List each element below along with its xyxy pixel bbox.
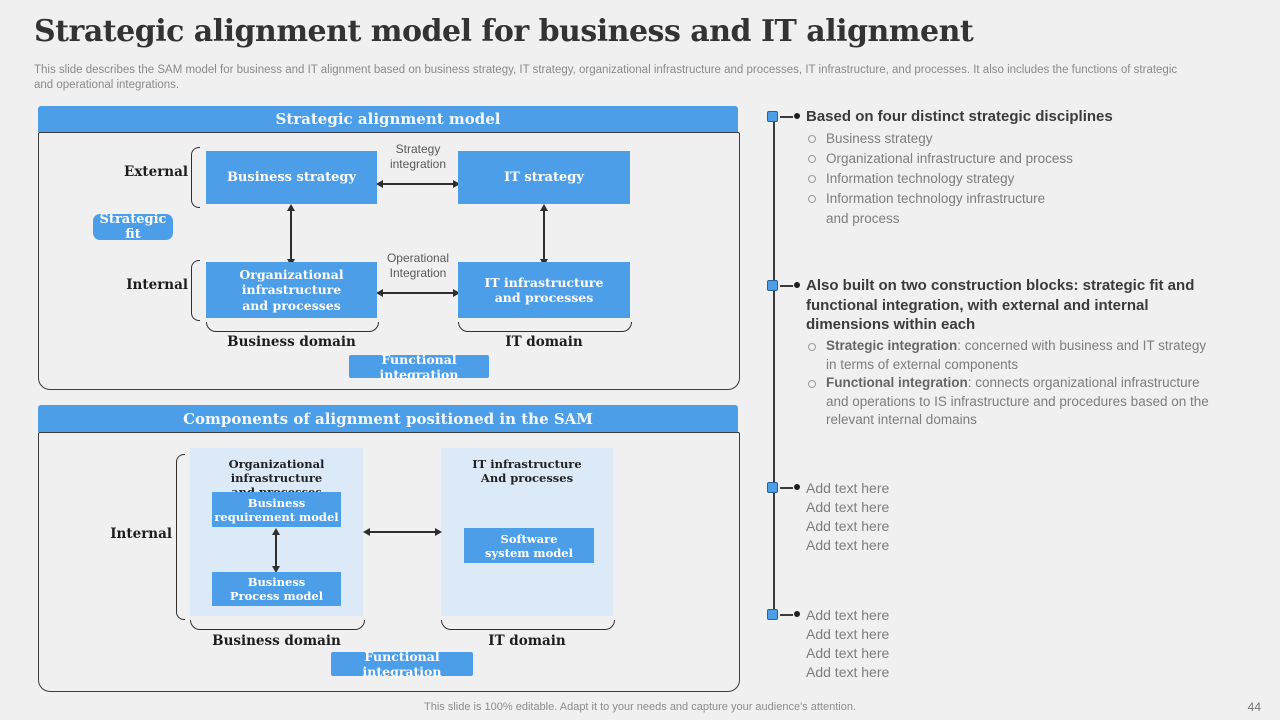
footer-note: This slide is 100% editable. Adapt it to…: [424, 701, 856, 713]
timeline-marker-icon: [767, 111, 778, 122]
placeholder-line: Add text here: [806, 664, 890, 680]
placeholder-line: Add text here: [806, 537, 890, 553]
it-domain-label: IT domain: [505, 334, 583, 350]
it-strategy-box: IT strategy: [458, 151, 630, 204]
timeline-marker-icon: [767, 280, 778, 291]
section1-heading: Based on four distinct strategic discipl…: [806, 108, 1113, 125]
it-vertical-arrow: [540, 204, 548, 266]
external-label: External: [124, 164, 188, 180]
it-domain2-label: IT domain: [488, 633, 566, 649]
strategy-integration-arrow: [376, 180, 460, 188]
section2-heading: Also built on two construction blocks: s…: [806, 277, 1195, 333]
timeline-connector: [780, 285, 793, 287]
it-panel-title: IT infrastructure And processes: [472, 457, 582, 485]
internal-bracket: [191, 260, 200, 321]
internal2-label: Internal: [110, 526, 172, 542]
bullet-dot-icon: [794, 282, 800, 288]
section2-list: Strategic integration: concerned with bu…: [808, 337, 1270, 430]
placeholder-line: Add text here: [806, 626, 890, 642]
it-domain-brace: [458, 322, 632, 332]
external-bracket: [191, 147, 200, 208]
internal2-bracket: [176, 454, 185, 620]
internal-label: Internal: [126, 277, 188, 293]
list-item: Business strategy: [808, 129, 1108, 149]
timeline-connector: [780, 116, 793, 118]
list-item-text: Organizational infrastructure and proces…: [826, 151, 1073, 166]
list-item-lead: Functional integration: [826, 375, 968, 390]
strategy-integration-label: Strategy integration: [389, 142, 447, 171]
strategic-fit-badge: Strategic fit: [93, 212, 173, 242]
slide-description: This slide describes the SAM model for b…: [34, 64, 1178, 91]
list-item: Information technology infrastructure an…: [808, 189, 1108, 229]
bullet-dot-icon: [794, 113, 800, 119]
requirement-process-arrow: [272, 528, 280, 573]
list-item-text: Business strategy: [826, 131, 933, 146]
section3-placeholder: Add text here Add text here Add text her…: [806, 479, 1106, 555]
placeholder-line: Add text here: [806, 645, 890, 661]
circle-bullet-icon: [808, 155, 816, 163]
it-infrastructure-box: IT infrastructure and processes: [458, 262, 630, 318]
business-domain-label: Business domain: [227, 334, 356, 350]
section1-list: Business strategy Organizational infrast…: [808, 129, 1108, 229]
list-item: Organizational infrastructure and proces…: [808, 149, 1108, 169]
business-strategy-box: Business strategy: [206, 151, 377, 204]
page-title: Strategic alignment model for business a…: [34, 14, 974, 49]
operational-integration-arrow: [376, 289, 460, 297]
business-domain2-label: Business domain: [212, 633, 341, 649]
software-system-box: Software system model: [464, 528, 594, 563]
placeholder-line: Add text here: [806, 499, 890, 515]
list-item-rest: : concerned with business and IT strateg…: [826, 338, 1207, 372]
diagram2-header: Components of alignment positioned in th…: [38, 405, 738, 432]
org-infrastructure-box: Organizational infrastructure and proces…: [206, 262, 377, 318]
placeholder-line: Add text here: [806, 518, 890, 534]
functional-integration-badge: Functional integration: [349, 352, 489, 382]
timeline-marker-icon: [767, 482, 778, 493]
list-item-lead: Strategic integration: [826, 338, 958, 353]
section4-placeholder: Add text here Add text here Add text her…: [806, 606, 1106, 682]
timeline-connector: [780, 614, 793, 616]
circle-bullet-icon: [808, 343, 816, 351]
it-domain2-brace: [441, 620, 615, 630]
timeline-connector: [780, 487, 793, 489]
placeholder-line: Add text here: [806, 480, 890, 496]
business-domain-brace: [206, 322, 379, 332]
circle-bullet-icon: [808, 380, 816, 388]
business-domain2-brace: [190, 620, 365, 630]
circle-bullet-icon: [808, 135, 816, 143]
list-item-text: Strategic integration: concerned with bu…: [826, 337, 1206, 374]
placeholder-line: Add text here: [806, 607, 890, 623]
business-requirement-box: Business requirement model: [212, 492, 341, 527]
list-item-text: Functional integration: connects organiz…: [826, 374, 1209, 430]
page-number: 44: [1247, 700, 1261, 714]
diagram2-body: [38, 432, 740, 692]
circle-bullet-icon: [808, 175, 816, 183]
panels-horizontal-arrow: [363, 528, 442, 536]
business-vertical-arrow: [287, 204, 295, 266]
timeline-line: [773, 117, 775, 615]
list-item: Functional integration: connects organiz…: [808, 374, 1270, 430]
list-item: Strategic integration: concerned with bu…: [808, 337, 1270, 374]
list-item-rest: : connects organizational infrastructure…: [826, 375, 1209, 427]
circle-bullet-icon: [808, 195, 816, 203]
bullet-dot-icon: [794, 484, 800, 490]
diagram1-body: [38, 132, 740, 390]
timeline-marker-icon: [767, 609, 778, 620]
list-item-text: Information technology strategy: [826, 171, 1015, 186]
diagram1-header: Strategic alignment model: [38, 106, 738, 132]
bullet-dot-icon: [794, 611, 800, 617]
functional-integration2-badge: Functional integration: [331, 649, 473, 679]
list-item-text: Information technology infrastructure an…: [826, 191, 1046, 226]
business-process-box: Business Process model: [212, 572, 341, 606]
list-item: Information technology strategy: [808, 169, 1108, 189]
operational-integration-label: Operational Integration: [386, 251, 450, 280]
